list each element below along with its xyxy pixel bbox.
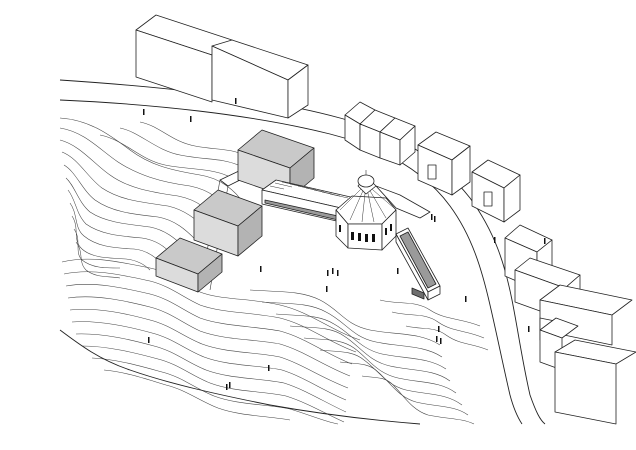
people-figures [143, 98, 546, 390]
large-block-building [135, 14, 309, 119]
long-gallery [261, 179, 356, 223]
long-shed [395, 227, 441, 301]
topographic-contours [59, 117, 489, 425]
townhouses-row [344, 101, 636, 425]
roads [59, 79, 546, 425]
grey-wing-blocks [155, 129, 315, 293]
domed-pavilion [335, 170, 431, 251]
